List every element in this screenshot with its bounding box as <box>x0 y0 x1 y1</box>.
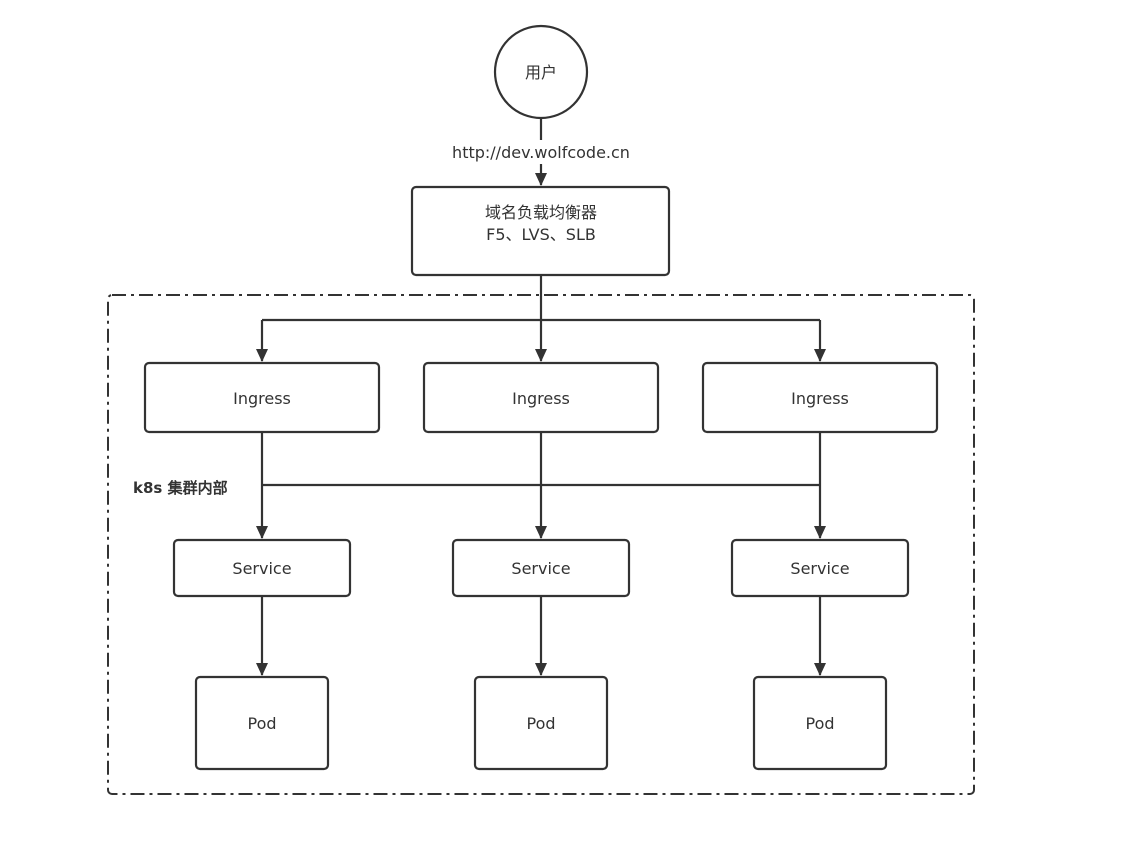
ingress-node-1: Ingress <box>143 361 381 434</box>
user-label: 用户 <box>525 63 557 82</box>
pod-label-3: Pod <box>805 714 834 733</box>
pod-label-2: Pod <box>526 714 555 733</box>
edge-label-background <box>440 140 642 164</box>
pod-node-1: Pod <box>194 675 330 771</box>
service-node-3: Service <box>730 538 910 598</box>
user-node: 用户 <box>493 24 589 120</box>
service-label-1: Service <box>232 559 291 578</box>
ingress-label-3: Ingress <box>791 389 849 408</box>
edge-label-url: http://dev.wolfcode.cn <box>452 143 630 162</box>
ingress-label-1: Ingress <box>233 389 291 408</box>
ingress-node-3: Ingress <box>701 361 939 434</box>
load-balancer-title: 域名负载均衡器 <box>485 203 597 222</box>
cluster-label: k8s 集群内部 <box>133 479 228 497</box>
edges <box>256 119 826 676</box>
load-balancer-node: 域名负载均衡器 F5、LVS、SLB <box>410 185 671 277</box>
pod-label-1: Pod <box>247 714 276 733</box>
k8s-cluster-boundary <box>107 294 975 795</box>
service-label-2: Service <box>511 559 570 578</box>
service-node-1: Service <box>172 538 352 598</box>
service-label-3: Service <box>790 559 849 578</box>
service-node-2: Service <box>451 538 631 598</box>
pod-node-3: Pod <box>752 675 888 771</box>
pod-node-2: Pod <box>473 675 609 771</box>
load-balancer-subtitle: F5、LVS、SLB <box>486 225 596 244</box>
ingress-node-2: Ingress <box>422 361 660 434</box>
ingress-label-2: Ingress <box>512 389 570 408</box>
